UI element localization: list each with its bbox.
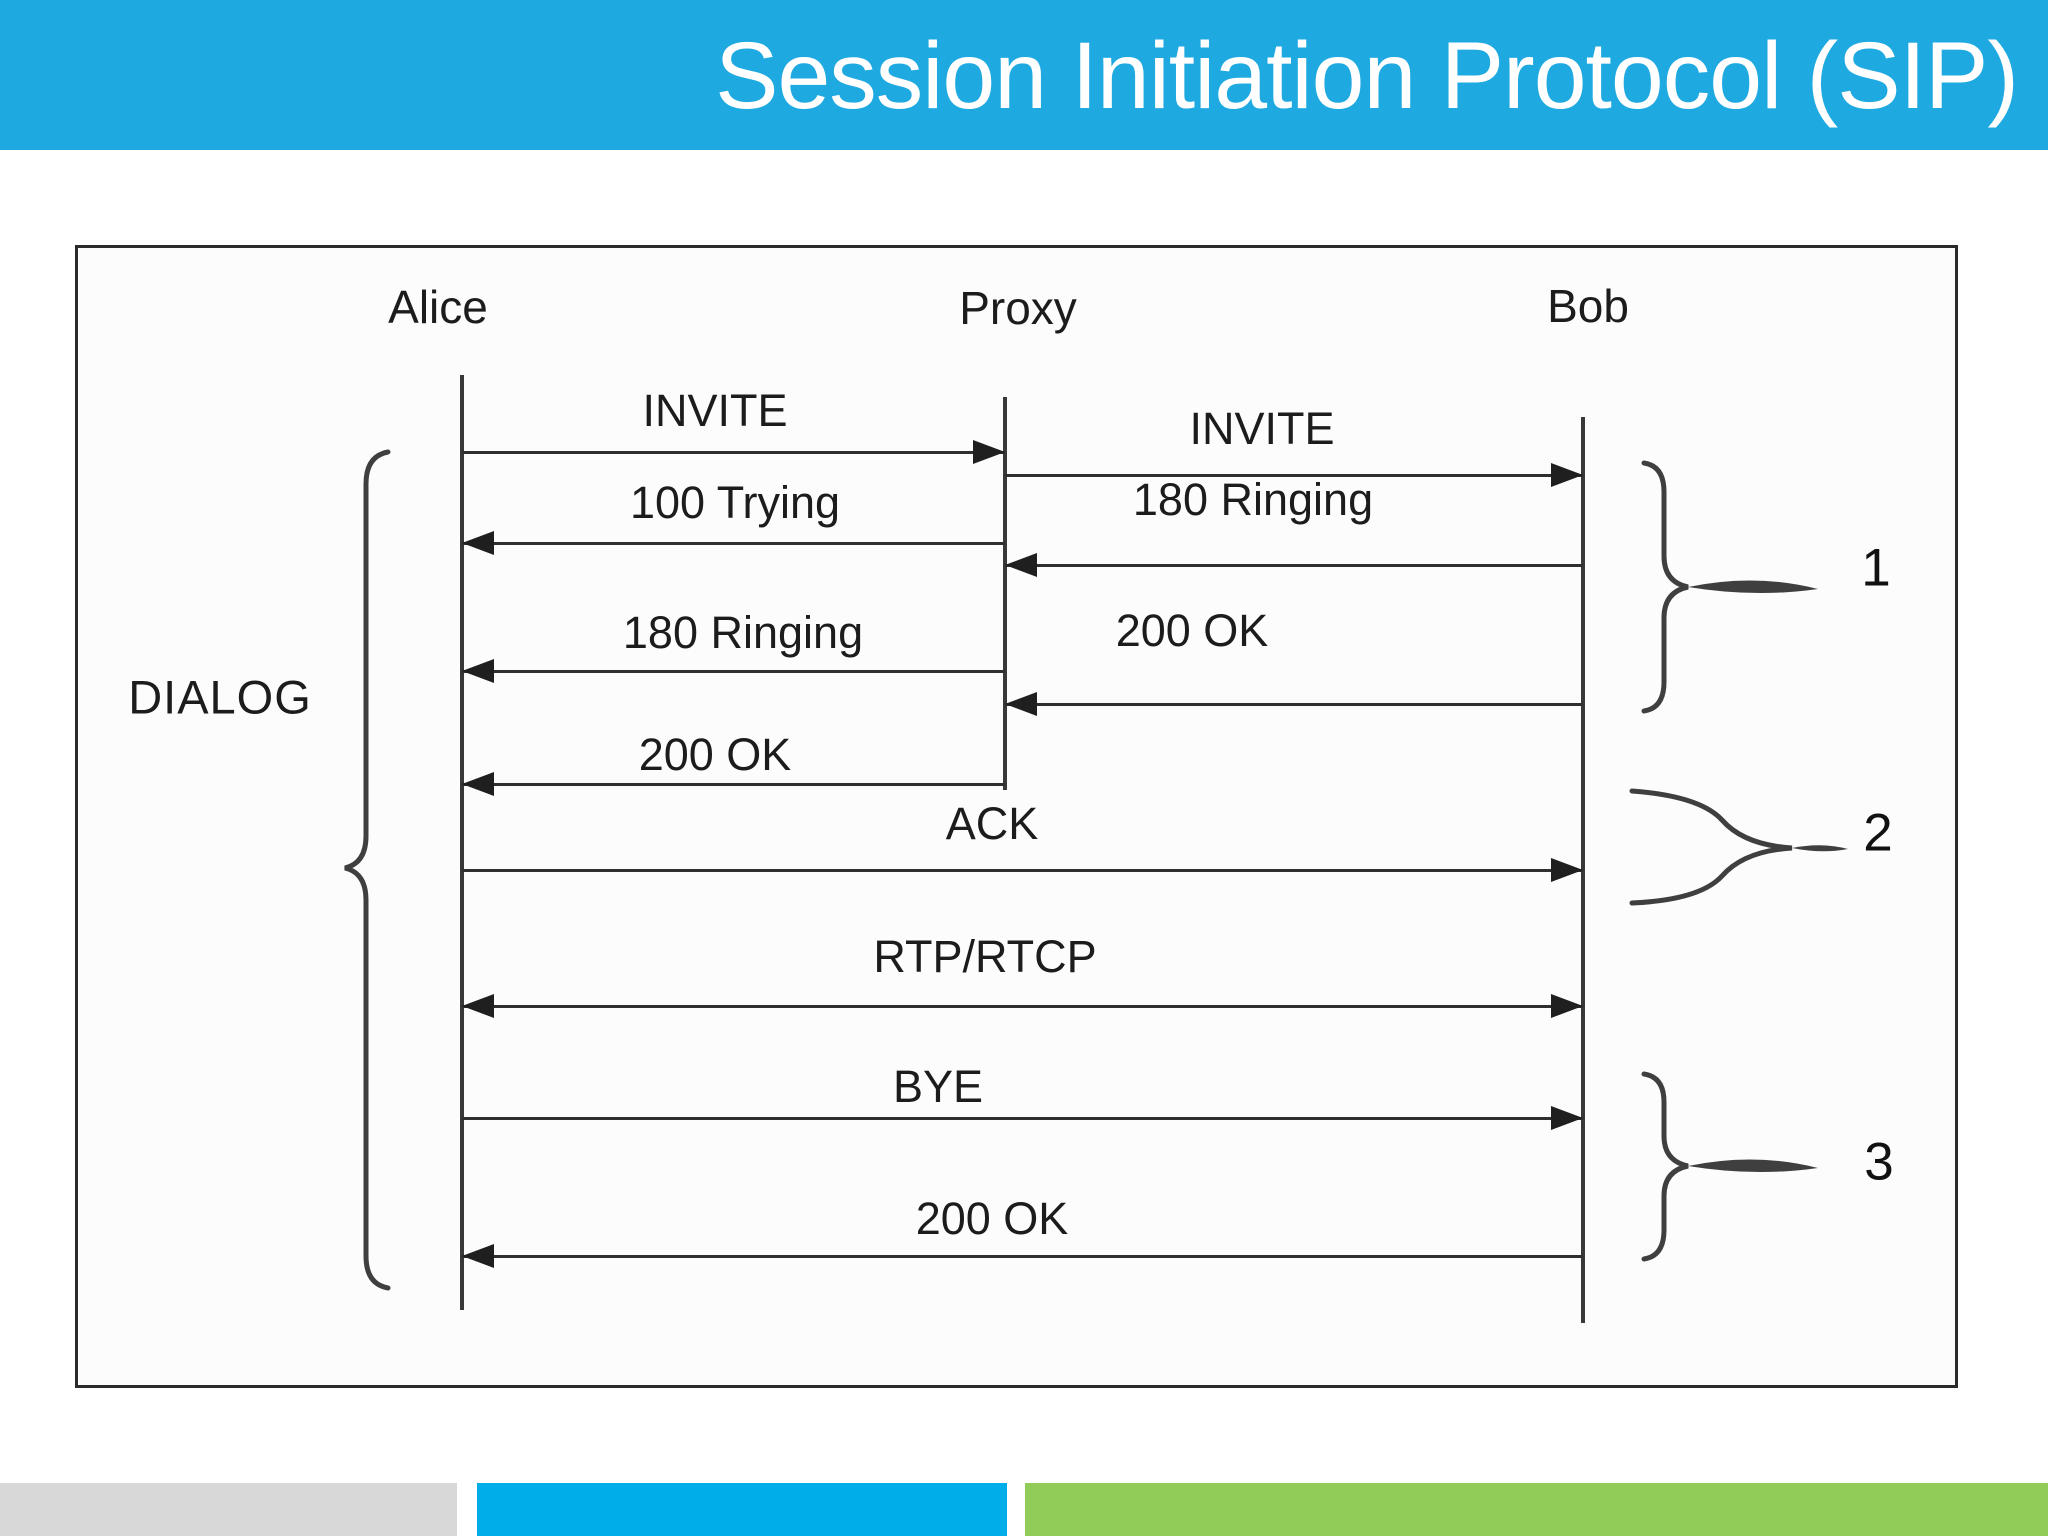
message-line-0	[462, 451, 1005, 454]
arrowhead-right-4	[1551, 463, 1583, 487]
message-label-1: 100 Trying	[629, 477, 841, 528]
title-banner: Session Initiation Protocol (SIP)	[0, 0, 2048, 150]
phase-number-3: 3	[1864, 1132, 1894, 1192]
arrowhead-right-8	[1551, 994, 1583, 1018]
message-line-7	[462, 869, 1583, 872]
message-line-8	[462, 1005, 1583, 1008]
arrowhead-left-3	[462, 772, 494, 796]
arrowhead-left-8	[462, 994, 494, 1018]
message-line-5	[1005, 564, 1583, 567]
message-line-10	[462, 1255, 1583, 1258]
slide-title: Session Initiation Protocol (SIP)	[715, 23, 2019, 129]
message-label-2: 180 Ringing	[622, 607, 864, 658]
arrowhead-left-10	[462, 1244, 494, 1268]
arrowhead-left-1	[462, 531, 494, 555]
participant-label-bob: Bob	[1547, 280, 1629, 332]
blue-bar	[477, 1483, 1007, 1536]
message-line-9	[462, 1117, 1583, 1120]
message-label-8: RTP/RTCP	[873, 931, 1097, 982]
arrowhead-right-9	[1551, 1106, 1583, 1130]
green-bar	[1025, 1483, 2048, 1536]
message-label-5: 180 Ringing	[1132, 474, 1374, 525]
dialog-label: DIALOG	[128, 670, 312, 724]
lifeline-bob	[1581, 417, 1585, 1323]
message-label-10: 200 OK	[915, 1193, 1069, 1244]
lifeline-proxy	[1003, 397, 1007, 790]
message-label-7: ACK	[945, 798, 1039, 849]
phase-number-2: 2	[1863, 803, 1893, 863]
message-line-6	[1005, 703, 1583, 706]
participant-label-proxy: Proxy	[959, 282, 1077, 334]
arrowhead-left-6	[1005, 692, 1037, 716]
message-label-0: INVITE	[642, 385, 788, 436]
arrowhead-left-5	[1005, 553, 1037, 577]
message-label-3: 200 OK	[638, 729, 792, 780]
message-label-4: INVITE	[1189, 403, 1335, 454]
message-label-6: 200 OK	[1115, 605, 1269, 656]
message-line-2	[462, 670, 1005, 673]
arrowhead-right-7	[1551, 858, 1583, 882]
message-line-1	[462, 542, 1005, 545]
message-line-3	[462, 783, 1005, 786]
gray-bar	[0, 1483, 457, 1536]
lifeline-alice	[460, 375, 464, 1310]
arrowhead-left-2	[462, 659, 494, 683]
message-label-9: BYE	[892, 1061, 984, 1112]
message-line-4	[1005, 474, 1583, 477]
phase-number-1: 1	[1861, 538, 1891, 598]
participant-label-alice: Alice	[388, 281, 488, 333]
arrowhead-right-0	[973, 440, 1005, 464]
